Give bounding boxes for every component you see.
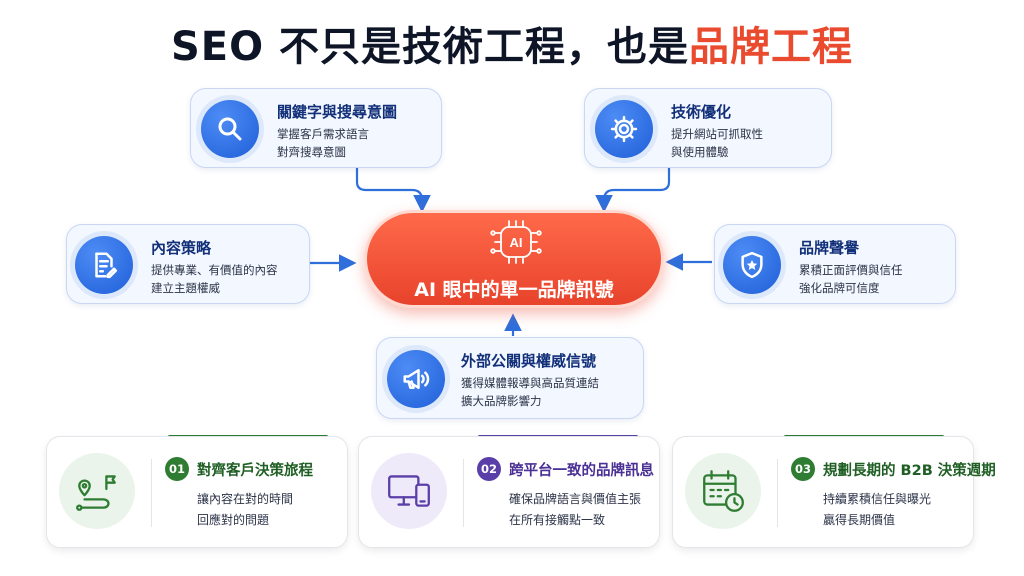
bottom-card-2-title: 跨平台一致的品牌訊息 bbox=[509, 463, 654, 479]
calendar-clock-icon bbox=[703, 470, 744, 512]
card-pr: 外部公關與權威信號 獲得媒體報導與高品質連結 擴大品牌影響力 bbox=[376, 337, 644, 419]
card-content-desc: 提供專業、有價值的內容 建立主題權威 bbox=[151, 263, 278, 295]
bottom-card-1-title: 對齊客戶決策旅程 bbox=[197, 463, 313, 479]
center-signal-pill: AI AI 眼中的單一品牌訊號 bbox=[364, 210, 664, 308]
card-keywords-title: 關鍵字與搜尋意圖 bbox=[277, 103, 398, 121]
title-main: SEO 不只是技術工程，也是 bbox=[170, 24, 690, 70]
ai-brain-icon: AI bbox=[490, 220, 542, 264]
card-tech-title: 技術優化 bbox=[671, 103, 732, 121]
journey-icon-circle bbox=[59, 453, 135, 529]
divider bbox=[463, 459, 464, 527]
card-content: 內容策略 提供專業、有價值的內容 建立主題權威 bbox=[66, 224, 310, 304]
card-reputation: 品牌聲譽 累積正面評價與信任 強化品牌可信度 bbox=[714, 224, 956, 304]
search-icon-circle bbox=[201, 100, 259, 158]
megaphone-icon bbox=[403, 369, 430, 389]
bottom-card-1: 01 對齊客戶決策旅程 讓內容在對的時間 回應對的問題 bbox=[46, 436, 348, 548]
bottom-card-2-desc: 確保品牌語言與價值主張 在所有接觸點一致 bbox=[509, 492, 642, 527]
ai-icon-text: AI bbox=[510, 235, 523, 250]
shield-icon-circle bbox=[723, 236, 781, 294]
divider bbox=[777, 459, 778, 527]
devices-icon-circle bbox=[371, 453, 447, 529]
center-signal-label: AI 眼中的單一品牌訊號 bbox=[414, 279, 614, 301]
document-edit-icon bbox=[95, 252, 118, 279]
card-keywords-desc: 掌握客戶需求語言 對齊搜尋意圖 bbox=[277, 127, 369, 159]
gear-icon-circle bbox=[595, 100, 653, 158]
divider bbox=[151, 459, 152, 527]
page-title: SEO 不只是技術工程，也是品牌工程 bbox=[0, 14, 1024, 72]
map-journey-icon bbox=[76, 475, 116, 511]
gear-icon bbox=[610, 115, 638, 143]
search-icon bbox=[218, 117, 242, 141]
bottom-card-3-desc: 持續累積信任與曝光 贏得長期價值 bbox=[823, 492, 932, 527]
step-number-2: 02 bbox=[477, 457, 501, 481]
shield-star-icon bbox=[741, 251, 763, 279]
document-icon-circle bbox=[75, 236, 133, 294]
card-keywords: 關鍵字與搜尋意圖 掌握客戶需求語言 對齊搜尋意圖 bbox=[190, 88, 442, 168]
card-reputation-title: 品牌聲譽 bbox=[799, 239, 860, 257]
devices-icon bbox=[388, 475, 430, 507]
card-content-title: 內容策略 bbox=[151, 239, 212, 257]
title-accent: 品牌工程 bbox=[689, 24, 854, 70]
megaphone-icon-circle bbox=[387, 350, 445, 408]
step-number-3: 03 bbox=[791, 457, 815, 481]
step-number-1: 01 bbox=[165, 457, 189, 481]
bottom-card-3-title: 規劃長期的 B2B 決策週期 bbox=[823, 463, 996, 479]
card-tech: 技術優化 提升網站可抓取性 與使用體驗 bbox=[584, 88, 832, 168]
calendar-icon-circle bbox=[685, 453, 761, 529]
bottom-card-2: 02 跨平台一致的品牌訊息 確保品牌語言與價值主張 在所有接觸點一致 bbox=[358, 436, 660, 548]
card-pr-desc: 獲得媒體報導與高品質連結 擴大品牌影響力 bbox=[461, 376, 599, 408]
card-tech-desc: 提升網站可抓取性 與使用體驗 bbox=[671, 127, 763, 159]
bottom-card-3: 03 規劃長期的 B2B 決策週期 持續累積信任與曝光 贏得長期價值 bbox=[672, 436, 996, 548]
card-pr-title: 外部公關與權威信號 bbox=[461, 352, 597, 370]
card-reputation-desc: 累積正面評價與信任 強化品牌可信度 bbox=[799, 263, 903, 295]
bottom-card-1-desc: 讓內容在對的時間 回應對的問題 bbox=[197, 492, 294, 527]
